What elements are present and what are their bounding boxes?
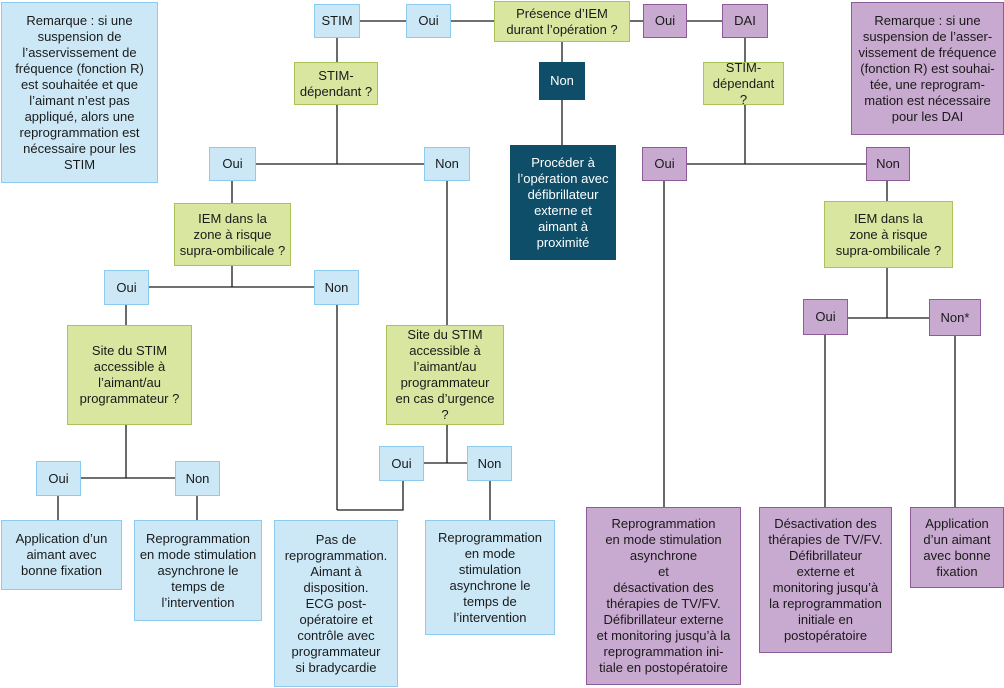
dai-oui: Oui — [642, 147, 687, 181]
pas-reprogrammation-box: Pas de reprogrammation. Aimant à disposi… — [274, 520, 398, 687]
urgence-oui: Oui — [379, 446, 424, 481]
note-right: Remarque : si une suspension de l’asser-… — [851, 2, 1004, 135]
external-defib-box: Procéder à l’opération avec défibrillate… — [510, 145, 616, 260]
stim-iem-zone-question: IEM dans la zone à risque supra-ombilica… — [174, 203, 291, 266]
site-non: Non — [175, 461, 220, 496]
top-non: Non — [539, 62, 585, 100]
stim-iem-oui: Oui — [104, 270, 149, 305]
stim-non: Non — [424, 147, 470, 181]
stim-dependant-question: STIM- dépendant ? — [294, 62, 378, 105]
stim-reprog-left: Reprogrammation en mode stimulation asyn… — [134, 520, 262, 621]
urgence-non: Non — [467, 446, 512, 481]
top-oui-left: Oui — [406, 4, 451, 38]
note-left: Remarque : si une suspension de l’asserv… — [1, 2, 158, 183]
stim-box: STIM — [314, 4, 360, 38]
dai-stim-dependant-question: STIM- dépendant ? — [703, 60, 784, 107]
top-oui-right: Oui — [643, 4, 687, 38]
stim-oui: Oui — [209, 147, 256, 181]
stim-reprog-right: Reprogrammation en mode stimulation asyn… — [425, 520, 555, 635]
stim-aimant-fixation: Application d’un aimant avec bonne fixat… — [1, 520, 122, 590]
dai-iem-zone-question: IEM dans la zone à risque supra-ombilica… — [824, 201, 953, 268]
iem-presence-question: Présence d’IEM durant l’opération ? — [494, 1, 630, 42]
dai-reprog-async: Reprogrammation en mode stimulation asyn… — [586, 507, 741, 685]
site-accessible-question: Site du STIM accessible à l’aimant/au pr… — [67, 325, 192, 425]
dai-desactivation: Désactivation des thérapies de TV/FV. Dé… — [759, 507, 892, 653]
site-urgence-question: Site du STIM accessible à l’aimant/au pr… — [386, 325, 504, 425]
stim-iem-non: Non — [314, 270, 359, 305]
dai-non: Non — [866, 147, 910, 181]
dai-aimant-fixation: Application d’un aimant avec bonne fixat… — [910, 507, 1004, 588]
dai-iem-oui: Oui — [803, 299, 848, 335]
site-oui: Oui — [36, 461, 81, 496]
dai-box: DAI — [722, 4, 768, 38]
dai-iem-non: Non* — [929, 299, 981, 336]
